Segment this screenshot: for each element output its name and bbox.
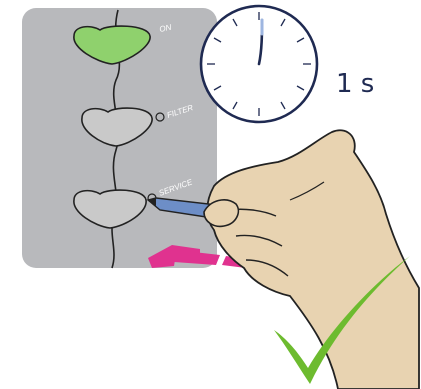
- duration-text: 1 s: [336, 69, 374, 99]
- clock-icon: [201, 6, 317, 122]
- hand-icon: [207, 130, 419, 389]
